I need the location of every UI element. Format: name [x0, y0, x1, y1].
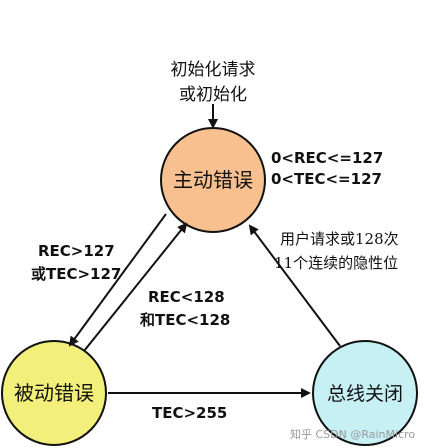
init-label-line2: 或初始化 — [179, 85, 247, 105]
to-busoff-tec: TEC>255 — [152, 404, 227, 422]
active-range-rec: 0<REC<=127 — [271, 149, 383, 167]
to-passive-tec: 或TEC>127 — [31, 265, 121, 283]
init-label-line1: 初始化请求 — [171, 60, 256, 80]
to-active-tec: 和TEC<128 — [140, 311, 230, 329]
arrow-passive-to-active — [83, 222, 188, 352]
error-passive-state — [1, 340, 107, 446]
bus-off-state — [312, 340, 418, 446]
active-range-tec: 0<TEC<=127 — [271, 170, 382, 188]
error-active-state — [160, 127, 266, 233]
recover-line2: 11个连续的隐性位 — [274, 254, 398, 272]
arrow-active-to-passive — [68, 213, 167, 347]
arrow-busoff-to-active — [248, 224, 341, 347]
error-active-label: 主动错误 — [173, 168, 253, 192]
to-passive-rec: REC>127 — [38, 242, 115, 260]
error-passive-label: 被动错误 — [14, 381, 94, 405]
bus-off-label: 总线关闭 — [327, 383, 403, 405]
to-active-rec: REC<128 — [148, 288, 225, 306]
recover-line1: 用户请求或128次 — [280, 230, 399, 248]
watermark-text: 知乎 CSDN @RainMicro — [290, 427, 415, 441]
